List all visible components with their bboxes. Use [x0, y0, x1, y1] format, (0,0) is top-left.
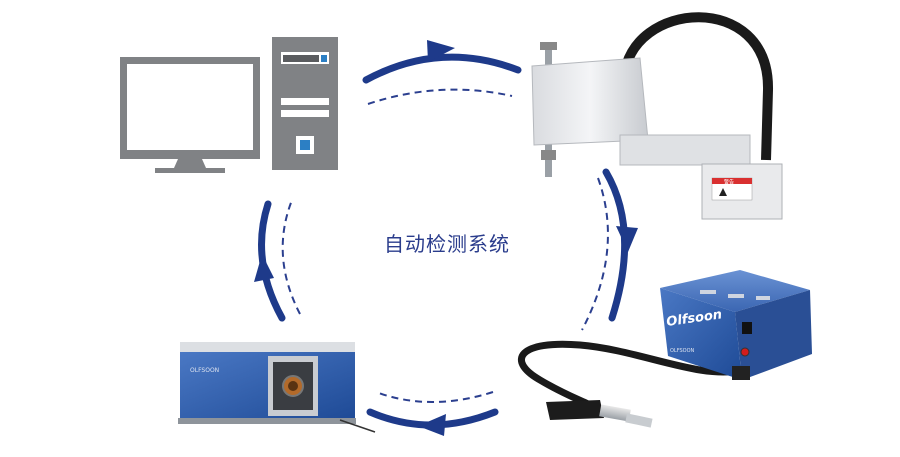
arrow-right — [602, 168, 629, 322]
analyzer-brand: OLFSOON — [190, 367, 219, 374]
controller-top — [660, 270, 810, 312]
center-label: 自动检测系统 — [384, 232, 510, 256]
robot-arm-upper — [531, 57, 649, 146]
warning-label-text: 警告 — [724, 179, 734, 186]
controller-display — [742, 322, 752, 334]
arrowhead-left — [254, 254, 274, 282]
robot-cable — [619, 12, 774, 161]
scara-robot-icon: 警告 — [531, 12, 783, 220]
cycle-dashes — [281, 88, 609, 403]
sensor-cable — [518, 340, 743, 408]
arrowhead-right — [616, 226, 638, 252]
controller-front — [660, 288, 742, 380]
arrow-top — [362, 53, 522, 84]
monitor-screen — [127, 64, 253, 150]
controller-small-text: OLFSOON — [670, 348, 695, 354]
controller-red-button — [740, 347, 750, 357]
analyzer-base — [178, 418, 356, 424]
handheld-sensor-icon — [546, 400, 653, 428]
controller-side — [735, 290, 812, 380]
arrow-heads — [254, 40, 638, 436]
analyzer-body — [180, 352, 355, 420]
monitor-base — [155, 168, 225, 173]
analyzer-device-icon: OLFSOON — [178, 342, 376, 433]
computer-icon — [120, 37, 338, 173]
robot-arm-lower — [619, 134, 751, 166]
analyzer-top — [180, 342, 355, 354]
arrowhead-top — [427, 40, 455, 62]
arrowhead-bottom — [418, 414, 446, 436]
controller-device-icon: Olfsoon OLFSOON — [518, 270, 812, 428]
monitor-neck — [174, 159, 206, 168]
